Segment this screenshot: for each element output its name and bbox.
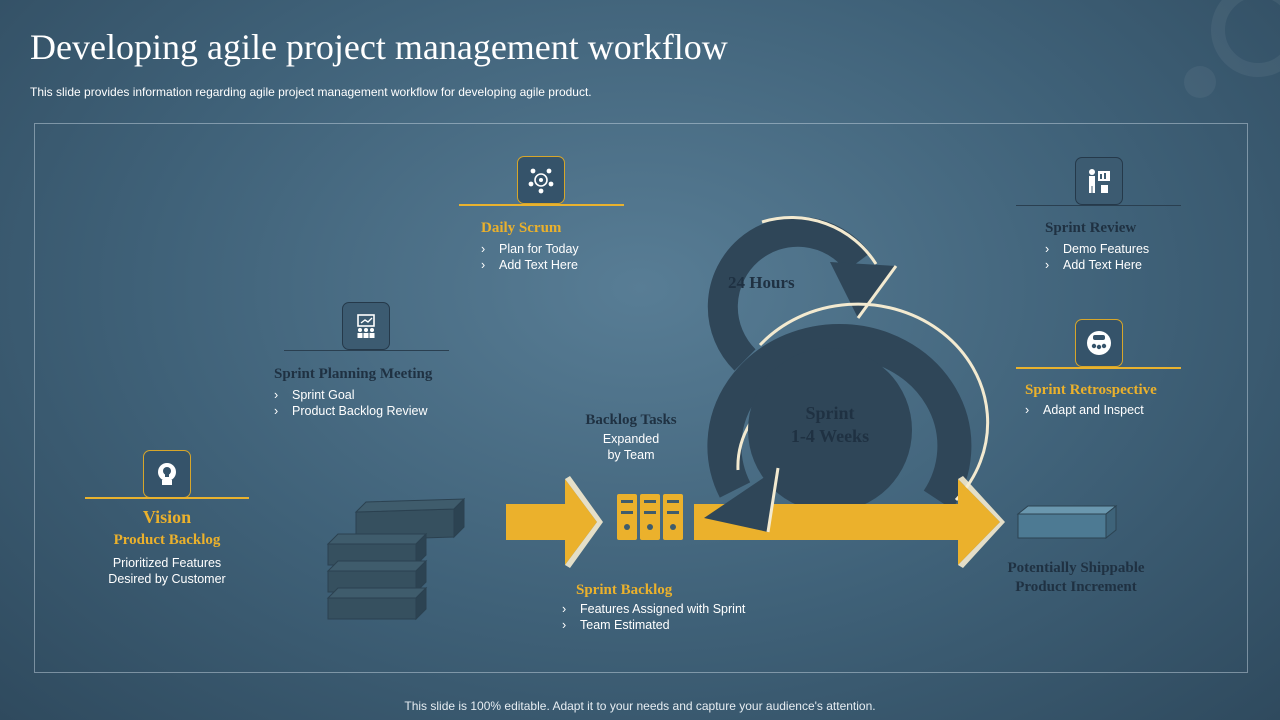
daily-cycle-label: 24 Hours	[728, 273, 795, 292]
increment-line: Potentially Shippable	[1007, 560, 1145, 576]
backlog-tasks-line: by Team	[607, 448, 655, 462]
arrow-to-sprint-backlog	[506, 479, 597, 565]
list-item: Sprint Goal	[274, 387, 427, 403]
sprint-review-icon-box	[1075, 157, 1123, 205]
backlog-tasks-line: Expanded	[602, 432, 660, 446]
daily-scrum-icon-box	[517, 156, 565, 204]
daily-scrum-bullets: Plan for Today Add Text Here	[481, 241, 579, 273]
sprint-planning-icon-box	[342, 302, 390, 350]
backlog-slab	[326, 586, 428, 621]
increment-line: Product Increment	[1015, 579, 1137, 595]
gear-icon	[1184, 0, 1280, 98]
daily-loop-arrow	[707, 216, 871, 371]
sprint-backlog-bullets: Features Assigned with Sprint Team Estim…	[562, 601, 745, 633]
vision-icon-box	[143, 450, 191, 498]
presentation-meeting-icon	[357, 314, 375, 338]
sprint-retrospective-title: Sprint Retrospective	[1025, 382, 1157, 398]
sprint-planning-bullets: Sprint Goal Product Backlog Review	[274, 387, 427, 419]
sprint-retrospective-icon-box	[1075, 319, 1123, 367]
backlog-slab	[326, 559, 428, 594]
presenter-board-icon	[1089, 169, 1110, 193]
diagram-frame	[34, 123, 1248, 673]
list-item: Team Estimated	[562, 617, 745, 633]
list-item: Add Text Here	[1045, 257, 1149, 273]
sprint-cycle-duration: 1-4 Weeks	[790, 426, 870, 446]
sprint-backlog-title: Sprint Backlog	[576, 582, 673, 598]
page-subtitle: This slide provides information regardin…	[30, 85, 592, 99]
list-item: Add Text Here	[481, 257, 579, 273]
sprint-retrospective-bullets: Adapt and Inspect	[1025, 402, 1144, 418]
sprint-loop-arrow	[707, 323, 972, 510]
vision-line: Prioritized Features	[112, 556, 222, 570]
backlog-slab	[326, 532, 428, 567]
arrow-to-increment	[694, 479, 1000, 565]
vision-subtitle: Product Backlog	[113, 532, 221, 548]
product-backlog-stack	[326, 497, 466, 621]
daily-scrum-title: Daily Scrum	[481, 220, 562, 236]
list-item: Plan for Today	[481, 241, 579, 257]
file-cabinet-icon	[617, 494, 683, 540]
list-item: Demo Features	[1045, 241, 1149, 257]
page-title: Developing agile project management work…	[30, 27, 728, 67]
vision-title: Vision	[142, 507, 192, 527]
list-item: Product Backlog Review	[274, 403, 427, 419]
sprint-review-bullets: Demo Features Add Text Here	[1045, 241, 1149, 273]
list-item: Features Assigned with Sprint	[562, 601, 745, 617]
team-cycle-icon	[528, 168, 554, 194]
backlog-tasks-title: Backlog Tasks	[585, 412, 677, 428]
sprint-cycle-label: Sprint	[805, 403, 855, 423]
list-item: Adapt and Inspect	[1025, 402, 1144, 418]
sprint-planning-title: Sprint Planning Meeting	[274, 366, 433, 382]
product-increment-slab	[1016, 504, 1118, 540]
team-discussion-icon	[1087, 331, 1111, 355]
vision-line: Desired by Customer	[108, 572, 226, 586]
sprint-review-title: Sprint Review	[1045, 220, 1137, 236]
footer-note: This slide is 100% editable. Adapt it to…	[404, 699, 876, 713]
head-lightbulb-icon	[158, 463, 176, 485]
